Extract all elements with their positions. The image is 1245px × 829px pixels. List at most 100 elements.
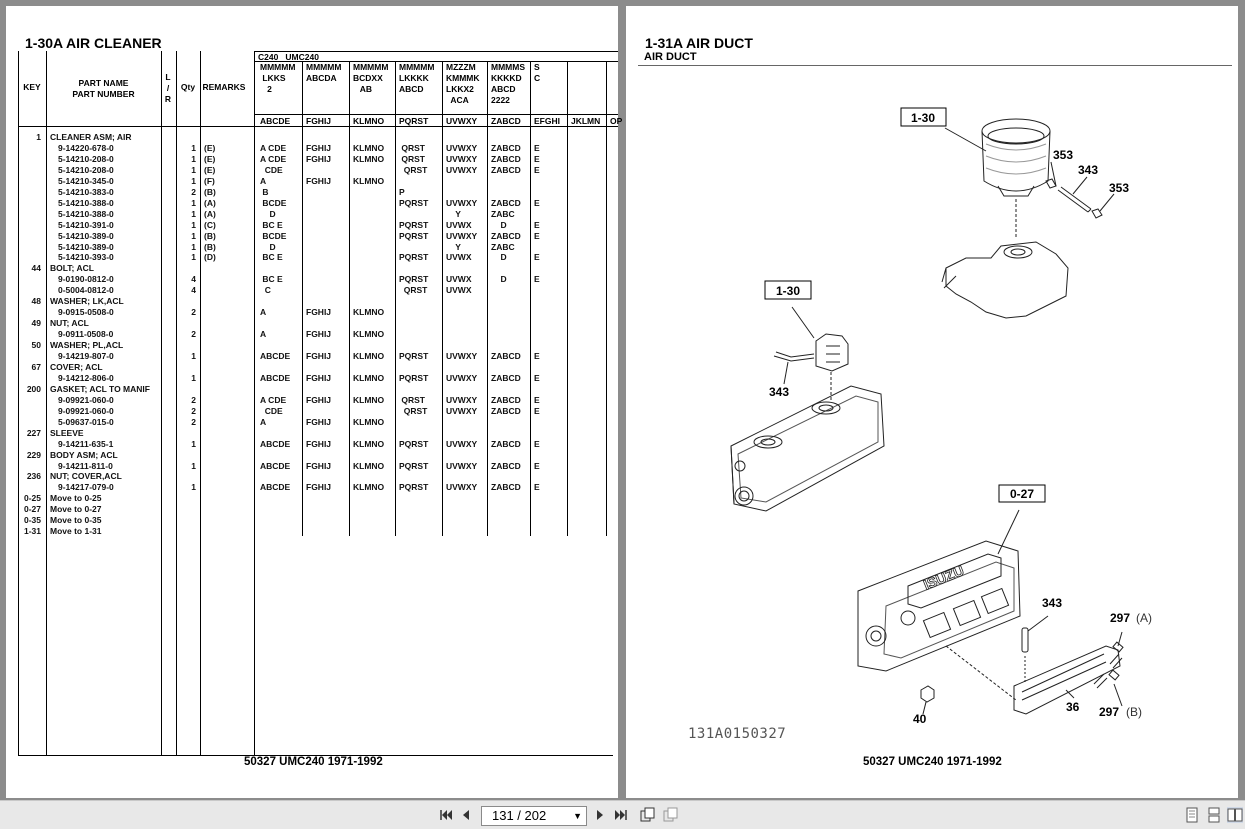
cell: UVWXY bbox=[446, 460, 478, 471]
cell: 2 bbox=[191, 307, 196, 318]
cell: 9-14219-807-0 bbox=[58, 351, 114, 361]
model-column-header: S C bbox=[534, 62, 541, 83]
cell: FGHIJ bbox=[306, 142, 332, 153]
page-title: 1-30A AIR CLEANER bbox=[25, 35, 162, 51]
model-subcolumn-header: JKLMN bbox=[571, 116, 601, 126]
callout-353-a: 353 bbox=[1053, 148, 1073, 162]
cell: FGHIJ bbox=[306, 394, 332, 405]
cell: ABCDE bbox=[260, 351, 291, 361]
cell: FGHIJ bbox=[306, 372, 332, 383]
grid-line bbox=[606, 61, 607, 536]
cell: 1-31 bbox=[23, 526, 41, 537]
cell: 4 bbox=[191, 274, 196, 285]
parts-table: KEY PART NAME PART NUMBER L / R Qty REMA… bbox=[18, 51, 622, 756]
cell: A CDE bbox=[260, 153, 287, 164]
previous-page-icon[interactable] bbox=[458, 807, 474, 823]
cell: 1 bbox=[191, 219, 196, 230]
cell: 5-14210-388-0 bbox=[58, 197, 114, 208]
cell: 1 bbox=[191, 372, 196, 383]
cell: 5-14210-389-0 bbox=[58, 230, 114, 241]
air-cleaner-drawing bbox=[941, 118, 1103, 319]
callout-343-a: 343 bbox=[1078, 163, 1098, 177]
cell: (E) bbox=[204, 153, 216, 164]
cell: E bbox=[534, 460, 540, 471]
cell: E bbox=[534, 482, 540, 493]
fit-width-icon[interactable] bbox=[662, 807, 678, 823]
two-page-view-icon[interactable] bbox=[1227, 807, 1243, 823]
single-page-view-icon[interactable] bbox=[1184, 807, 1200, 823]
cell: E bbox=[534, 394, 540, 405]
cell: B bbox=[260, 186, 269, 197]
model-subcolumn-header: EFGHI bbox=[534, 116, 560, 126]
continuous-view-icon[interactable] bbox=[1206, 807, 1222, 823]
cell: C bbox=[260, 285, 271, 296]
callout-297-a: 297 bbox=[1110, 611, 1130, 625]
cell: 5-14210-208-0 bbox=[58, 164, 114, 175]
cell: PQRST bbox=[399, 482, 429, 493]
cell: 9-09921-060-0 bbox=[58, 394, 114, 405]
title-rule bbox=[638, 65, 1232, 66]
cell: ZABC bbox=[491, 208, 515, 219]
cell: BOLT; ACL bbox=[50, 263, 94, 274]
cell: (B) bbox=[204, 230, 216, 241]
next-page-icon[interactable] bbox=[592, 807, 608, 823]
cell: 2 bbox=[191, 394, 196, 405]
cell: QRST bbox=[399, 153, 425, 164]
cell: ZABCD bbox=[491, 142, 521, 153]
cell: 5-14210-208-0 bbox=[58, 153, 114, 164]
first-page-icon[interactable] bbox=[438, 807, 454, 823]
cell: NUT; COVER,ACL bbox=[50, 471, 122, 482]
cell: 9-14217-079-0 bbox=[58, 482, 114, 493]
cell: PQRST bbox=[399, 252, 429, 263]
cell: KLMNO bbox=[353, 175, 385, 186]
cell: E bbox=[534, 351, 540, 361]
cell: ABCDE bbox=[260, 438, 291, 449]
callout-ref-1-30-a[interactable]: 1-30 bbox=[900, 107, 947, 127]
cell: (B) bbox=[204, 241, 216, 252]
cell: 1 bbox=[191, 175, 196, 186]
callout-ref-0-27[interactable]: 0-27 bbox=[998, 484, 1046, 503]
page-selector[interactable]: 131 / 202 ▼ bbox=[481, 806, 587, 826]
cell: 1 bbox=[191, 153, 196, 164]
cell: ZABCD bbox=[491, 482, 521, 493]
callout-353-b: 353 bbox=[1109, 181, 1129, 195]
valve-cover-drawing bbox=[730, 385, 885, 512]
isuzu-logo-text: ISUZU bbox=[921, 562, 966, 593]
cell: E bbox=[534, 153, 540, 164]
cell: 227 bbox=[26, 427, 41, 438]
grid-line bbox=[18, 755, 613, 756]
cell: 1 bbox=[191, 230, 196, 241]
cell: BC E bbox=[260, 252, 283, 263]
cell: 1 bbox=[191, 142, 196, 153]
model-subcolumn-header: ABCDE bbox=[260, 116, 291, 126]
cell: KLMNO bbox=[353, 142, 385, 153]
cell: D bbox=[260, 208, 276, 219]
cell: E bbox=[534, 252, 540, 263]
cell: 236 bbox=[26, 471, 41, 482]
cell: KLMNO bbox=[353, 394, 385, 405]
cell: A CDE bbox=[260, 394, 287, 405]
last-page-icon[interactable] bbox=[613, 807, 629, 823]
fit-page-icon[interactable] bbox=[639, 807, 655, 823]
grid-line bbox=[176, 51, 177, 756]
header-qty: Qty bbox=[180, 82, 196, 92]
grid-line bbox=[161, 51, 162, 756]
grid-line bbox=[254, 114, 618, 115]
page-footer: 50327 UMC240 1971-1992 bbox=[244, 756, 383, 768]
cell: CDE bbox=[260, 164, 283, 175]
callout-ref-1-30-b[interactable]: 1-30 bbox=[764, 280, 812, 300]
